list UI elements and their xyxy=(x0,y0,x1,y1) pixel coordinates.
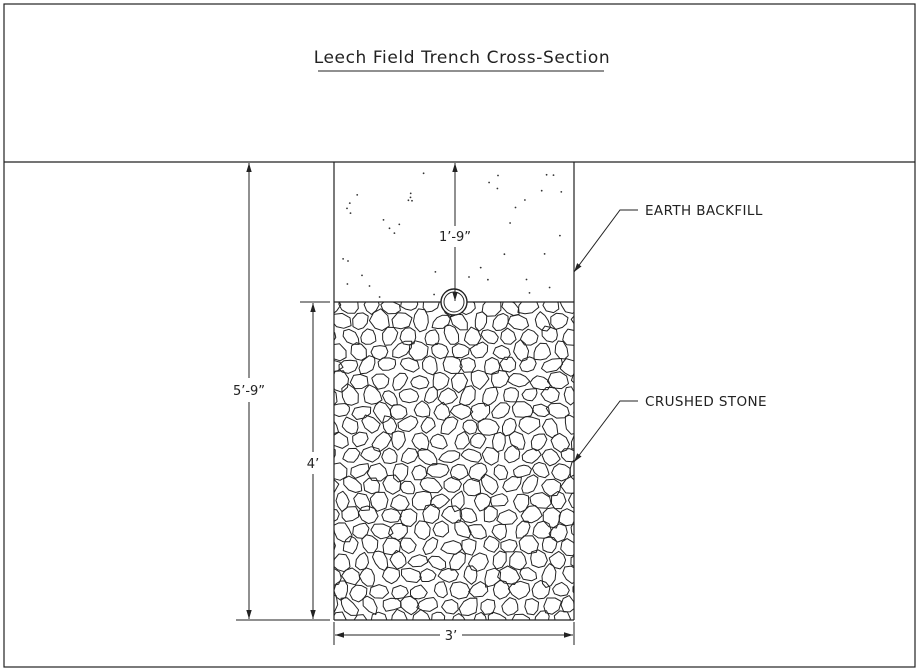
backfill-depth-label: 1’-9” xyxy=(439,230,471,245)
earth-backfill-callout: EARTH BACKFILL xyxy=(645,203,763,219)
crushed-stone-pattern xyxy=(334,302,574,620)
crushed-stone-callout: CRUSHED STONE xyxy=(645,394,767,410)
width-label: 3’ xyxy=(445,629,457,644)
drawing-frame xyxy=(3,3,916,668)
drawing-title: Leech Field Trench Cross-Section xyxy=(314,48,611,68)
distribution-pipe xyxy=(440,288,468,316)
earth-backfill-stipple xyxy=(342,172,563,298)
earth-backfill-leader xyxy=(573,209,638,273)
crushed-stone-leader xyxy=(573,400,638,463)
total-depth-label: 5’-9” xyxy=(233,384,265,399)
stone-depth-label: 4’ xyxy=(307,457,319,472)
